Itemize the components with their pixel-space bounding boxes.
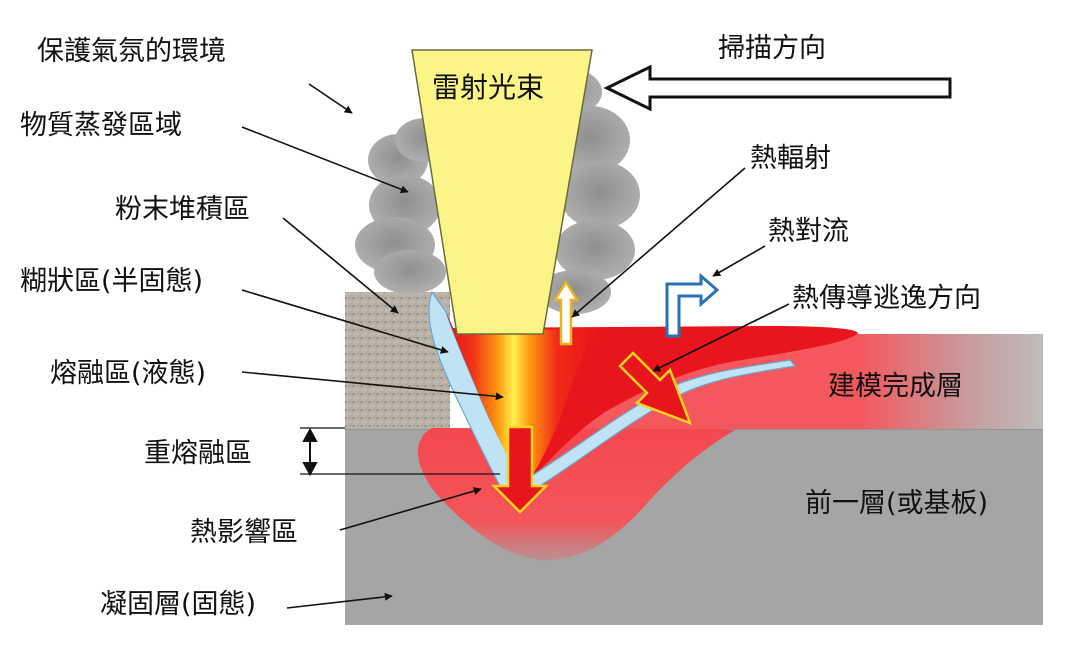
laser-beam	[411, 49, 593, 335]
leader-heat-radiation	[571, 167, 746, 318]
leader-powder	[282, 217, 399, 314]
leader-vaporization	[241, 126, 409, 194]
leader-solidified	[286, 592, 393, 609]
mushy-zone-bottom	[516, 359, 797, 493]
label-remelt-zone: 重熔融區	[144, 438, 252, 469]
label-scan-direction: 掃描方向	[718, 33, 826, 64]
remelt-zone-indicator	[302, 427, 318, 477]
label-melt-zone: 熔融區(液態)	[50, 358, 206, 389]
melt-pool	[446, 312, 600, 484]
label-powder-zone: 粉末堆積區	[115, 194, 250, 225]
leader-protective-atmosphere	[308, 83, 353, 114]
heat-conduction-arrow	[618, 351, 693, 426]
scan-direction-arrow	[603, 64, 952, 112]
leader-mushy	[241, 289, 449, 354]
label-heat-conduction: 熱傳導逃逸方向	[792, 283, 981, 314]
label-heat-affected-zone: 熱影響區	[190, 517, 298, 548]
heat-convection-arrow	[665, 272, 720, 338]
leader-haz	[339, 487, 482, 531]
label-laser-beam: 雷射光束	[432, 71, 544, 104]
leader-heat-convection	[712, 245, 766, 277]
leader-heat-conduction	[652, 303, 790, 372]
label-mushy-zone: 糊狀區(半固態)	[20, 266, 203, 297]
melt-downward-arrow	[490, 425, 550, 514]
label-built-layer: 建模完成層	[828, 371, 963, 402]
label-heat-convection: 熱對流	[768, 216, 849, 247]
leader-melt	[241, 371, 504, 401]
label-vaporization-zone: 物質蒸發區域	[20, 110, 182, 141]
label-previous-layer: 前一層(或基板)	[805, 488, 988, 519]
label-heat-radiation: 熱輻射	[750, 143, 831, 174]
label-protective-atmosphere: 保護氣氛的環境	[37, 36, 226, 67]
label-solidified-layer: 凝固層(固態)	[100, 589, 256, 620]
heat-radiation-arrow	[552, 279, 580, 346]
